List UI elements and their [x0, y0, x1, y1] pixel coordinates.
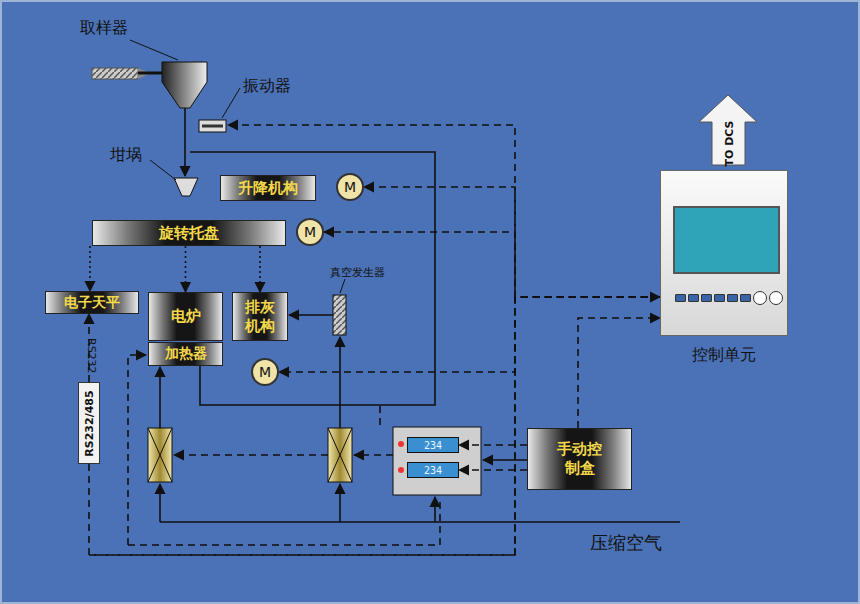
- tray-box: 旋转托盘: [92, 220, 286, 246]
- dashed-lines: [89, 125, 515, 555]
- interface-box: RS232/485: [78, 382, 100, 464]
- mechanism-box: 升降机构: [220, 175, 316, 201]
- heater-box: 加热器: [148, 342, 223, 366]
- motor-circle: M: [251, 358, 279, 386]
- node-text: RS232/485: [83, 390, 96, 456]
- led: [398, 467, 404, 473]
- solid-lines: [160, 108, 680, 522]
- node-text: 旋转托盘: [159, 224, 219, 243]
- button: [769, 291, 783, 305]
- display-window: 234: [407, 462, 459, 478]
- screen: [673, 206, 780, 274]
- node-text: 排灰机构: [244, 298, 276, 336]
- button: [727, 294, 738, 302]
- node-text: M: [259, 364, 271, 380]
- connector: [459, 444, 527, 446]
- button: [688, 294, 699, 302]
- connector: [279, 297, 660, 372]
- led: [398, 441, 404, 447]
- node-text: 电炉: [171, 307, 201, 326]
- sampler: [92, 40, 207, 108]
- ash-box: 排灰机构: [232, 292, 288, 341]
- node-text: 电子天平: [64, 294, 120, 312]
- part-label: 振动器: [243, 76, 291, 97]
- node-text: M: [344, 179, 356, 195]
- connector: [185, 246, 187, 292]
- crucible: [150, 160, 198, 196]
- node-text: 控制单元: [661, 345, 787, 366]
- button: [701, 294, 712, 302]
- node-text: 234: [424, 465, 442, 476]
- button: [714, 294, 725, 302]
- node-text: 手动控制盒: [556, 440, 603, 478]
- connector: [259, 246, 261, 292]
- node-text: M: [304, 224, 316, 240]
- vacuum-generator: [333, 279, 346, 335]
- connector: [578, 318, 660, 428]
- display-window: 234: [407, 437, 459, 453]
- balance-box: 电子天平: [45, 291, 139, 314]
- part-label: 真空发生器: [330, 265, 385, 280]
- node-text: 加热器: [165, 345, 207, 363]
- control-unit: 控制单元: [660, 170, 788, 336]
- motor-circle: M: [296, 218, 324, 246]
- button: [753, 291, 767, 305]
- connector: [89, 246, 91, 291]
- dcs-arrow: TO DCS: [712, 122, 745, 165]
- manual-box: 手动控制盒: [527, 428, 632, 490]
- connector: [324, 232, 660, 297]
- node-text: 升降机构: [238, 179, 298, 198]
- part-label: 压缩空气: [590, 531, 662, 555]
- part-label: 坩埚: [110, 145, 142, 166]
- signal-label: RS232: [85, 338, 98, 374]
- furnace-box: 电炉: [148, 292, 223, 341]
- motor-circle: M: [336, 173, 364, 201]
- button: [740, 294, 751, 302]
- valves: [148, 428, 352, 482]
- part-label: 取样器: [80, 18, 128, 39]
- node-text: 234: [424, 440, 442, 451]
- node-text: TO DCS: [722, 120, 735, 166]
- connector: [364, 187, 660, 297]
- display-housing: [393, 427, 481, 495]
- connector: [459, 469, 527, 471]
- button: [675, 294, 686, 302]
